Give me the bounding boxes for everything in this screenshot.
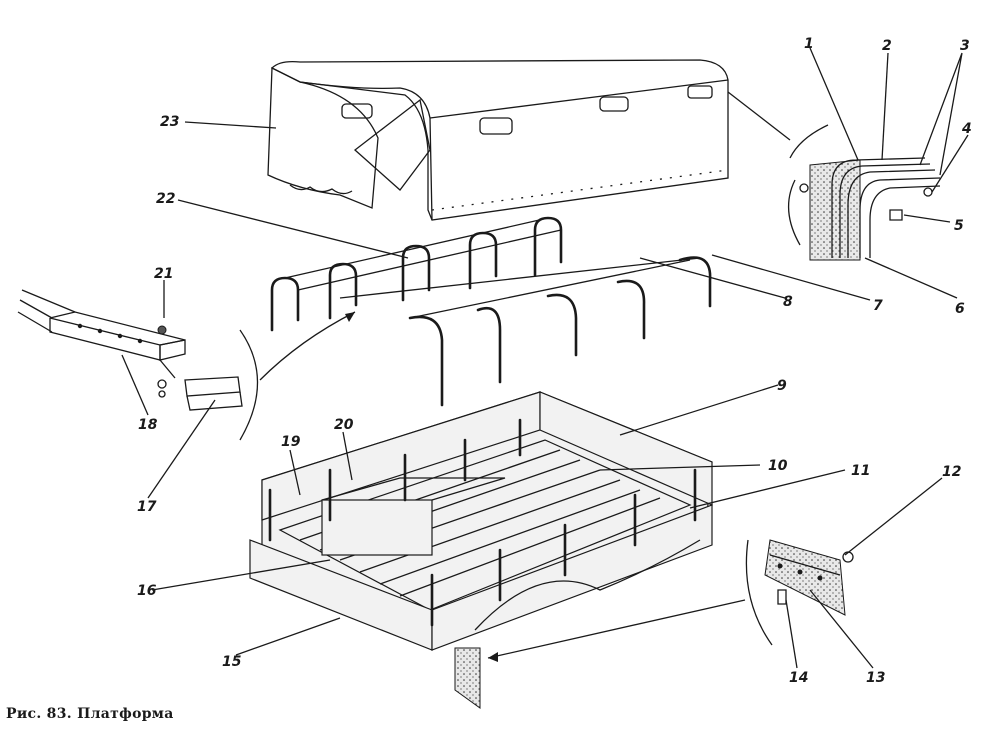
callout-17: 17 (137, 499, 157, 515)
callout-15: 15 (222, 654, 242, 670)
callout-21: 21 (154, 266, 173, 282)
leader-lines (121, 47, 969, 669)
callout-10: 10 (768, 458, 788, 474)
callout-11: 11 (851, 463, 870, 479)
callout-4: 4 (961, 121, 972, 137)
callout-20: 20 (334, 417, 354, 433)
callout-6: 6 (955, 301, 965, 317)
callout-7: 7 (873, 298, 883, 314)
hoop-bracket (17, 289, 356, 441)
callout-19: 19 (281, 434, 301, 450)
callout-labels: 1 2 3 4 5 6 7 8 9 10 11 12 13 14 15 16 1… (137, 36, 972, 686)
callout-8: 8 (783, 294, 793, 310)
platform-body (249, 391, 713, 709)
callout-23: 23 (160, 114, 179, 130)
callout-5: 5 (954, 218, 964, 234)
callout-18: 18 (138, 417, 158, 433)
callout-3: 3 (960, 38, 970, 54)
figure-caption: Рис. 83. Платформа (6, 706, 174, 722)
callout-1: 1 (804, 36, 814, 52)
callout-22: 22 (156, 191, 175, 207)
callout-12: 12 (942, 464, 961, 480)
callout-9: 9 (777, 378, 787, 394)
hoops-frame (270, 216, 712, 407)
callout-13: 13 (866, 670, 885, 686)
callout-14: 14 (789, 670, 808, 686)
callout-2: 2 (882, 38, 892, 54)
tarpaulin-cover (267, 59, 729, 221)
detail-corner-top (787, 124, 941, 261)
callout-16: 16 (137, 583, 157, 599)
